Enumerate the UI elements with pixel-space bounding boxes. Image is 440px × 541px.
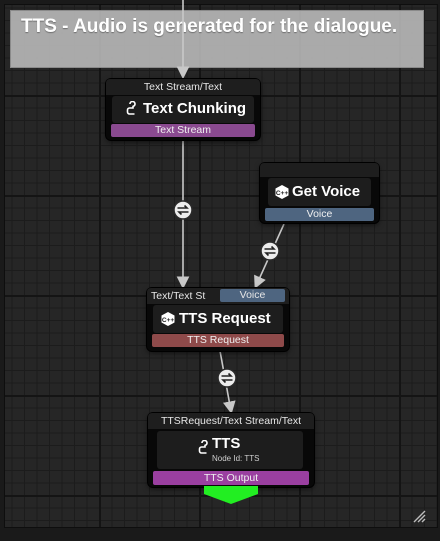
tts-request-node[interactable]: Text/Text St Voice C++ TTS Request TTS R… [147,288,289,351]
text-chunking-node[interactable]: Text Stream/Text Text Chunking Text Stre… [106,79,260,140]
text-chunking-body: Text Chunking [112,96,254,123]
python-icon [197,439,211,456]
tts-title: TTS [212,435,241,452]
svg-text:C++: C++ [276,190,288,197]
get-voice-output-pin[interactable]: Voice [265,208,374,221]
tts-input-pin[interactable]: TTSRequest/Text Stream/Text [148,413,314,429]
wire-converter-icon[interactable] [173,200,193,220]
wire-converter-icon[interactable] [260,241,280,261]
output-arrow-icon[interactable] [203,486,259,505]
comment-box[interactable]: TTS - Audio is generated for the dialogu… [10,10,424,68]
text-chunking-output-pin[interactable]: Text Stream [111,124,255,137]
tts-request-input-pin-voice[interactable]: Voice [220,289,285,302]
cpp-icon: C++ [160,311,176,327]
text-chunking-title: Text Chunking [143,100,247,117]
tts-request-title: TTS Request [179,310,271,327]
tts-node-id: Node Id: TTS [212,454,260,463]
get-voice-header [260,163,379,177]
text-chunking-input-pin[interactable]: Text Stream/Text [106,79,260,95]
comment-text: TTS - Audio is generated for the dialogu… [21,16,398,37]
tts-request-header: Text/Text St Voice [147,288,289,304]
tts-node[interactable]: TTSRequest/Text Stream/Text TTS Node Id:… [148,413,314,487]
svg-text:C++: C++ [162,317,174,324]
python-icon [125,100,139,117]
tts-request-output-pin[interactable]: TTS Request [152,334,284,347]
get-voice-node[interactable]: C++ Get Voice Voice [260,163,379,223]
resize-grip-icon[interactable] [412,509,426,523]
tts-request-body: C++ TTS Request [153,305,283,333]
tts-body: TTS Node Id: TTS [157,431,303,469]
cpp-icon: C++ [274,184,290,200]
wire-converter-icon[interactable] [217,368,237,388]
get-voice-title: Get Voice [292,183,361,200]
get-voice-body: C++ Get Voice [268,178,371,206]
tts-request-input-pin-text[interactable]: Text/Text St [151,290,206,302]
tts-output-pin[interactable]: TTS Output [153,471,309,485]
